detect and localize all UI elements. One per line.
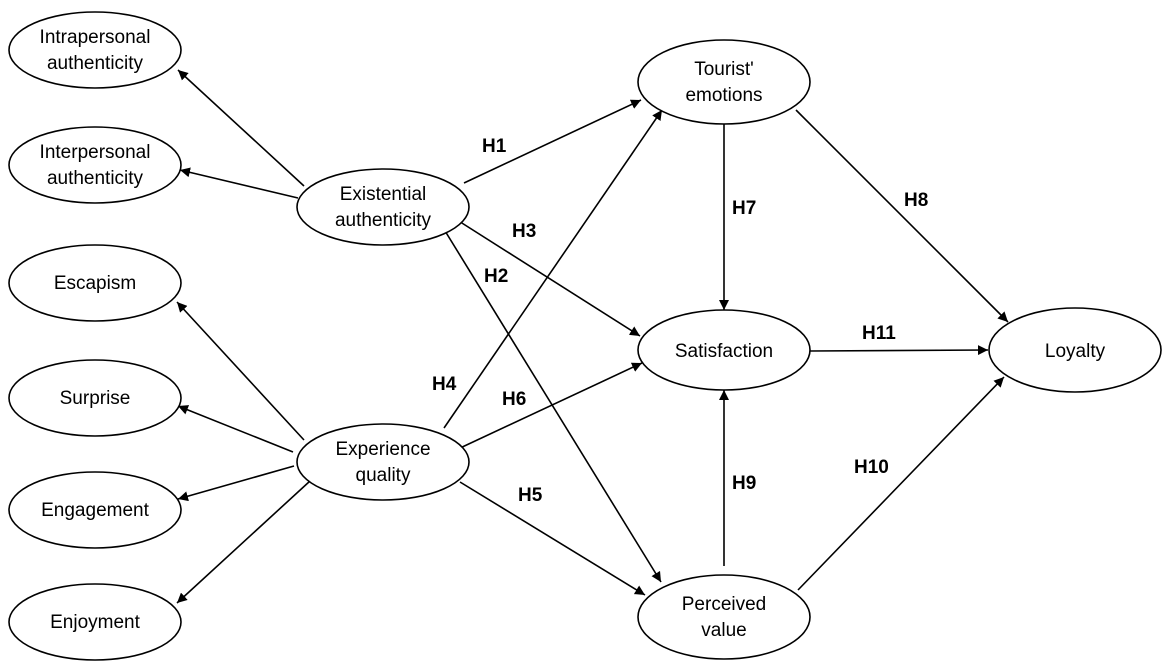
hypothesis-label-h6: H6 xyxy=(502,389,526,410)
node-label-line-2: quality xyxy=(356,465,411,486)
node-label-line-2: value xyxy=(701,620,746,641)
node-label-line-1: Interpersonal xyxy=(40,142,151,163)
node-label: Satisfaction xyxy=(675,341,773,362)
arrow-existential-to-interpersonal xyxy=(179,167,299,199)
arrow-experience-to-surprise xyxy=(177,405,294,453)
node-tourist-emotions: Tourist' emotions xyxy=(637,39,811,125)
node-perceived-value: Perceived value xyxy=(637,574,811,660)
node-label-line-1: Existential xyxy=(340,184,427,205)
node-label-line-1: Tourist' xyxy=(694,59,754,80)
node-existential-authenticity: Existential authenticity xyxy=(296,168,470,246)
node-label: Loyalty xyxy=(1045,341,1106,362)
node-label: Escapism xyxy=(54,273,136,294)
hypothesis-label-h7: H7 xyxy=(732,198,756,219)
arrow-existential-to-value xyxy=(441,225,662,583)
arrow-experience-to-engagement xyxy=(177,465,295,502)
hypothesis-label-h8: H8 xyxy=(904,190,928,211)
hypothesis-label-h2: H2 xyxy=(484,266,508,287)
node-label: Enjoyment xyxy=(50,612,140,633)
node-label-line-1: Intrapersonal xyxy=(40,27,151,48)
node-label-line-1: Experience xyxy=(335,439,430,460)
hypothesis-label-h11: H11 xyxy=(862,323,896,344)
node-intrapersonal-authenticity: Intrapersonal authenticity xyxy=(8,11,182,89)
hypothesis-label-h3: H3 xyxy=(512,221,536,242)
arrow-experience-to-emotions xyxy=(443,109,663,429)
arrow-experience-to-enjoyment xyxy=(176,480,311,604)
node-label-line-1: Perceived xyxy=(682,594,767,615)
node-label-line-2: authenticity xyxy=(47,168,144,189)
hypothesis-label-h9: H9 xyxy=(732,473,756,494)
node-interpersonal-authenticity: Interpersonal authenticity xyxy=(8,126,182,204)
arrow-experience-to-escapism xyxy=(176,301,305,441)
node-engagement: Engagement xyxy=(8,471,182,549)
node-experience-quality: Experience quality xyxy=(296,423,470,501)
arrow-satisfaction-to-loyalty xyxy=(809,345,989,356)
node-label: Surprise xyxy=(60,388,131,409)
arrow-experience-to-satisfaction xyxy=(457,362,643,450)
hypothesis-label-h1: H1 xyxy=(482,136,507,157)
hypothesis-label-h10: H10 xyxy=(854,457,889,478)
node-satisfaction: Satisfaction xyxy=(637,309,811,391)
node-enjoyment: Enjoyment xyxy=(8,583,182,661)
arrow-emotions-to-loyalty xyxy=(795,109,1009,323)
arrow-existential-to-emotions xyxy=(463,99,642,184)
node-surprise: Surprise xyxy=(8,359,182,437)
arrow-value-to-loyalty xyxy=(797,376,1005,591)
node-label-line-2: authenticity xyxy=(47,53,144,74)
arrow-existential-to-intrapersonal xyxy=(177,69,305,187)
node-label: Engagement xyxy=(41,500,149,521)
node-escapism: Escapism xyxy=(8,244,182,322)
arrow-experience-to-value xyxy=(459,481,646,596)
hypothesis-label-h5: H5 xyxy=(518,485,543,506)
node-label-line-2: emotions xyxy=(685,85,762,106)
node-label-line-2: authenticity xyxy=(335,210,432,231)
node-loyalty: Loyalty xyxy=(988,307,1162,393)
hypothesis-label-h4: H4 xyxy=(432,374,457,395)
